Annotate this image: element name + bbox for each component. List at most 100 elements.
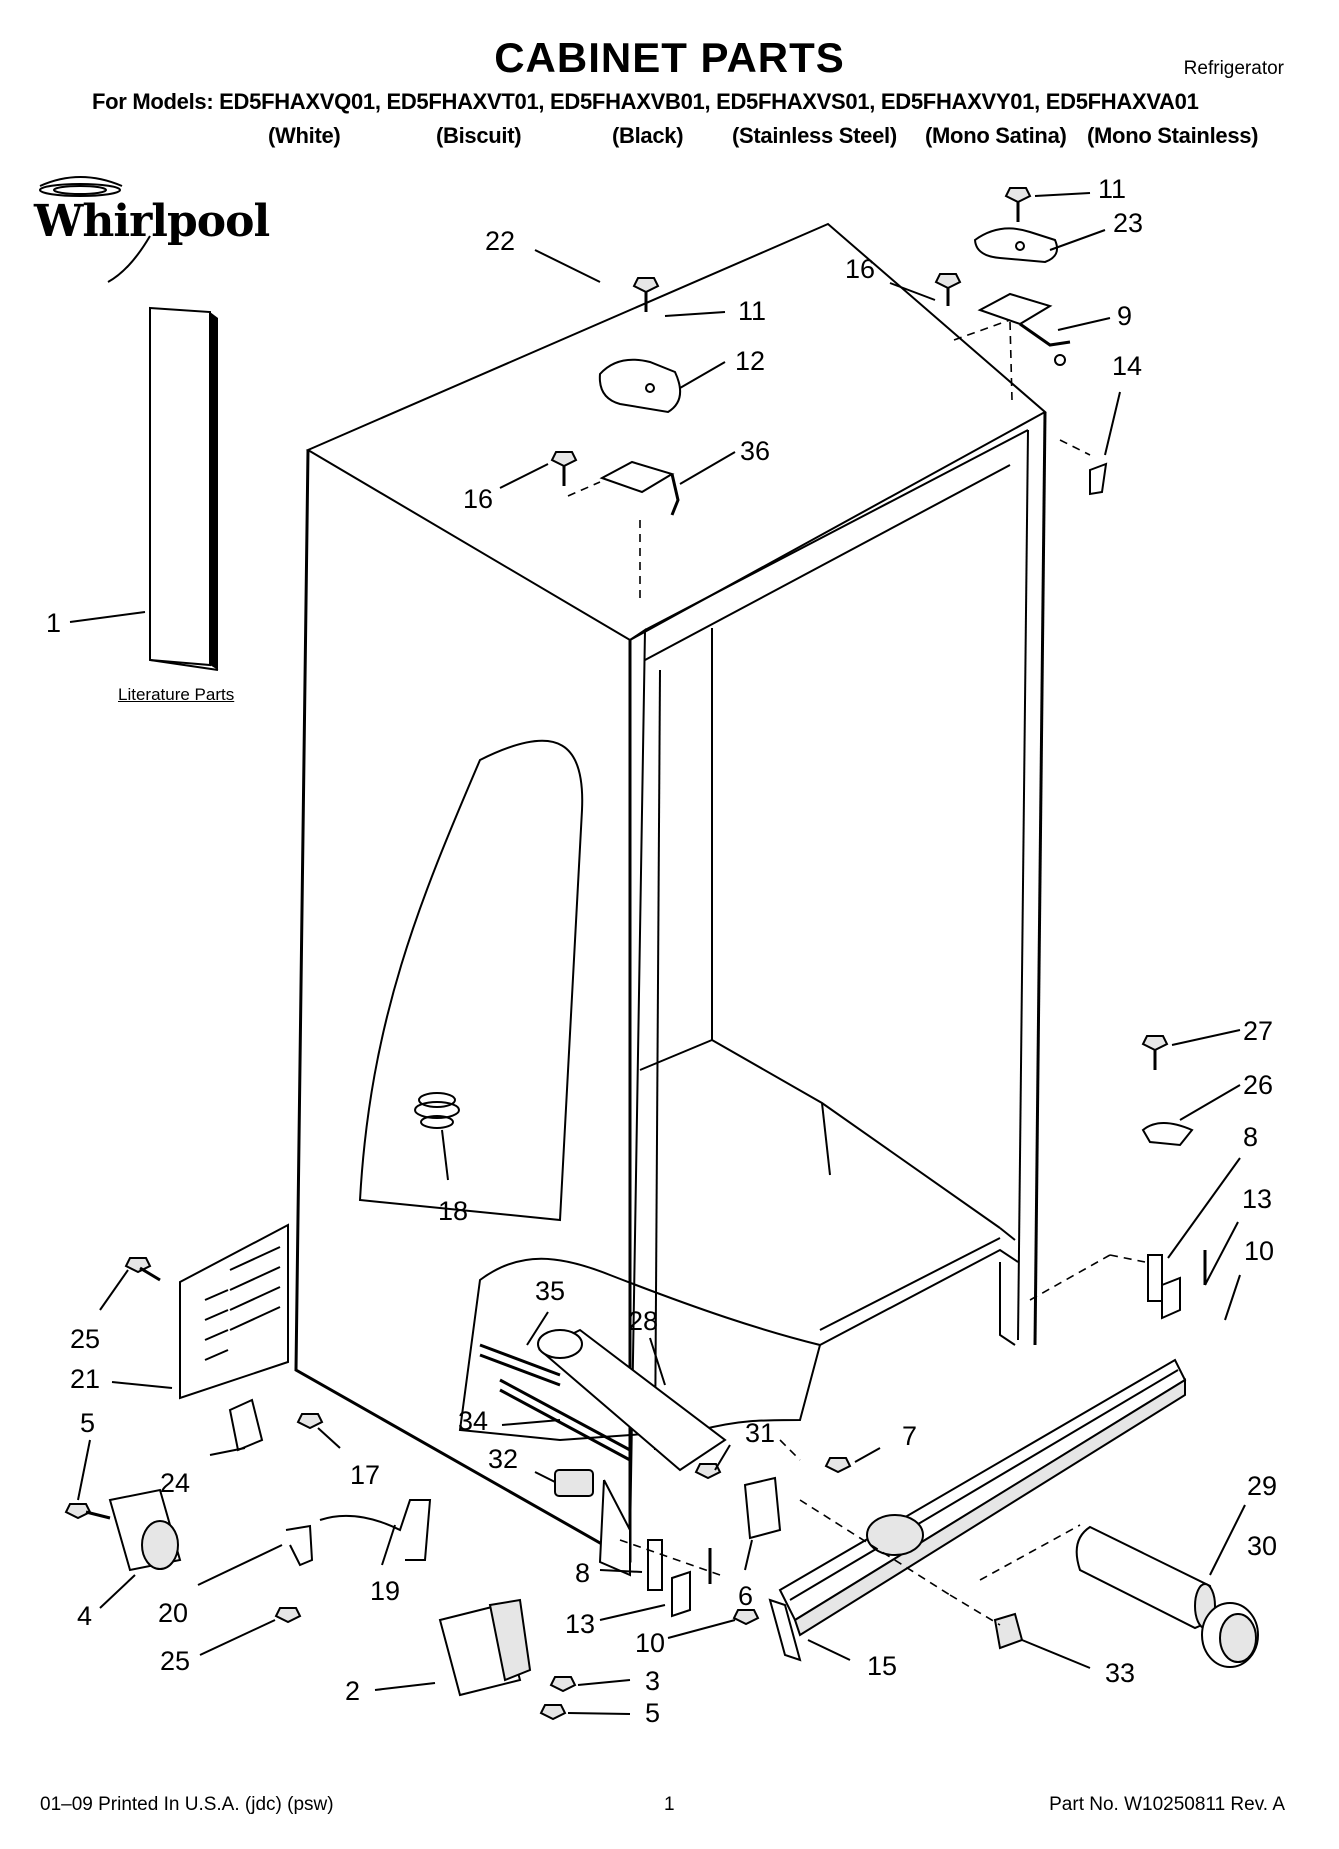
callout-label: 36 (740, 436, 770, 466)
color-black: (Black) (612, 123, 684, 148)
callout-label: 15 (867, 1651, 897, 1681)
cap-part-33-icon (993, 1612, 1024, 1650)
color-stainless-steel: (Stainless Steel) (732, 123, 897, 148)
callout-label: 33 (1105, 1658, 1135, 1688)
callout-label: 16 (463, 484, 493, 514)
callout-label: 28 (628, 1306, 658, 1336)
filter-cap-part-30-icon (1201, 1602, 1259, 1668)
screw-part-7-icon (824, 1457, 852, 1474)
screw-part-5-bottom-icon (539, 1704, 567, 1721)
callout-label: 7 (902, 1421, 917, 1451)
cabinet-body (294, 222, 1047, 1577)
screw-part-11-mid-icon (632, 277, 660, 312)
roller-part-4-icon (108, 1488, 182, 1572)
pad-part-32-icon (554, 1469, 594, 1497)
callout-label: 22 (485, 226, 515, 256)
tube-part-34-icon (499, 1378, 631, 1462)
callout-label: 5 (645, 1698, 660, 1728)
callout-label: 13 (1242, 1184, 1272, 1214)
hinge-part-2-icon (438, 1598, 532, 1697)
screw-part-27-icon (1141, 1035, 1169, 1070)
callout-label: 11 (1098, 174, 1126, 204)
hinge-part-8-13-10-left-icon (647, 1539, 760, 1626)
color-white: (White) (268, 123, 341, 148)
footer-page-number: 1 (664, 1794, 675, 1815)
bracket-part-24-icon (228, 1398, 264, 1452)
callout-label: 5 (80, 1408, 95, 1438)
callout-label: 4 (77, 1601, 92, 1631)
tube-part-35-icon (479, 1343, 561, 1387)
callout-label: 23 (1113, 208, 1143, 238)
callout-label: 18 (438, 1196, 468, 1226)
footer-part-number: Part No. W10250811 Rev. A (1049, 1794, 1285, 1815)
literature-booklet-icon (149, 306, 219, 671)
leader-arrows (69, 192, 1246, 1715)
callout-label: 30 (1247, 1531, 1277, 1561)
screw-part-25-bottom-icon (274, 1607, 302, 1624)
callout-label: 10 (1244, 1236, 1274, 1266)
bracket-part-26-icon (1141, 1122, 1194, 1147)
models-line: For Models: ED5FHAXVQ01, ED5FHAXVT01, ED… (92, 89, 1199, 114)
screw-part-16-left-icon (550, 451, 578, 486)
screw-part-16-right-icon (934, 273, 962, 306)
screw-part-25-top-icon (124, 1257, 161, 1282)
gasket-part-18-icon (414, 1092, 460, 1129)
toe-grille-part-15-icon (768, 1358, 1187, 1662)
literature-parts-label: Literature Parts (118, 685, 235, 704)
callout-label: 29 (1247, 1471, 1277, 1501)
footer-print-info: 01–09 Printed In U.S.A. (jdc) (psw) (40, 1794, 334, 1815)
callout-label: 9 (1117, 301, 1132, 331)
callout-label: 6 (738, 1581, 753, 1611)
whirlpool-logo-swirl-icon (39, 176, 151, 283)
color-mono-stainless: (Mono Stainless) (1087, 123, 1259, 148)
water-filter-part-29-icon (1075, 1525, 1216, 1630)
hinge-part-8-13-10-right-icon (1147, 1250, 1207, 1320)
callout-label: 24 (160, 1468, 190, 1498)
clip-part-20-icon (285, 1524, 314, 1567)
callout-label: 35 (535, 1276, 565, 1306)
callout-label: 17 (350, 1460, 380, 1490)
callout-label: 1 (46, 608, 61, 638)
screw-part-17-icon (296, 1413, 324, 1430)
callout-label: 13 (565, 1609, 595, 1639)
callout-label: 25 (160, 1646, 190, 1676)
callout-numbers: 11 23 22 16 11 9 12 14 36 16 1 27 26 8 1… (46, 174, 1277, 1728)
drain-hose-part-19-icon (319, 1499, 432, 1561)
callout-label: 19 (370, 1576, 400, 1606)
callout-label: 26 (1243, 1070, 1273, 1100)
callout-label: 20 (158, 1598, 188, 1628)
callout-label: 27 (1243, 1016, 1273, 1046)
callout-label: 10 (635, 1628, 665, 1658)
filter-housing-part-28-icon (537, 1328, 727, 1472)
assembly-guide-lines (567, 319, 1146, 1626)
callout-label: 14 (1112, 351, 1142, 381)
whirlpool-logo: Whirlpool (34, 196, 270, 247)
callout-label: 25 (70, 1324, 100, 1354)
screw-part-11-top-icon (1004, 187, 1032, 222)
callout-label: 8 (575, 1558, 590, 1588)
color-biscuit: (Biscuit) (436, 123, 522, 148)
hinge-bracket-part-36-icon (599, 460, 680, 516)
screw-part-3-icon (549, 1676, 577, 1693)
hinge-cover-part-23-icon (973, 227, 1058, 264)
callout-label: 16 (845, 254, 875, 284)
door-stop-part-14-icon (1089, 462, 1108, 496)
page-title: CABINET PARTS (494, 34, 845, 81)
callout-label: 21 (70, 1364, 100, 1394)
screw-part-31-icon (694, 1463, 722, 1480)
callout-label: 2 (345, 1676, 360, 1706)
rear-grille-part-21 (179, 1223, 289, 1400)
bracket-part-6-icon (743, 1476, 782, 1540)
hinge-bracket-part-9-icon (977, 292, 1071, 366)
hinge-cover-part-12-icon (598, 358, 682, 414)
callout-label: 3 (645, 1666, 660, 1696)
product-type: Refrigerator (1183, 58, 1284, 79)
callout-label: 8 (1243, 1122, 1258, 1152)
callout-label: 11 (738, 296, 766, 326)
color-mono-satina: (Mono Satina) (925, 123, 1067, 148)
callout-label: 31 (745, 1418, 775, 1448)
callout-label: 32 (488, 1444, 518, 1474)
callout-label: 34 (458, 1406, 488, 1436)
callout-label: 12 (735, 346, 765, 376)
